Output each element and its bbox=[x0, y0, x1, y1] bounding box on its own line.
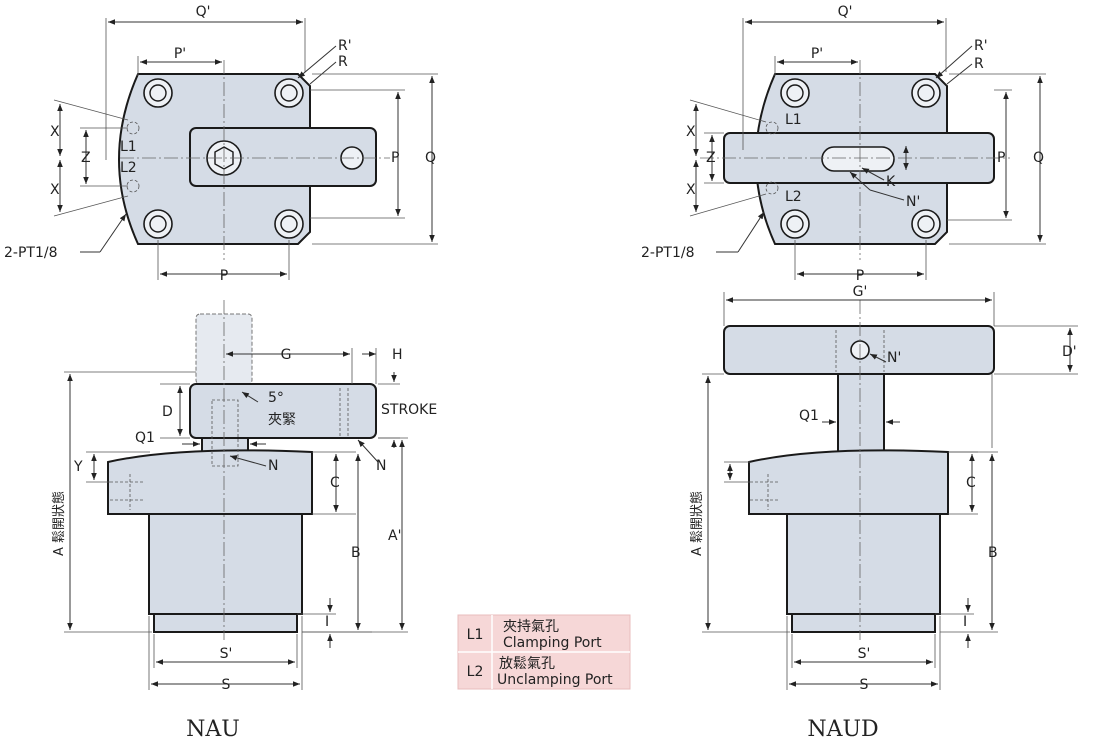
label-s: S bbox=[222, 677, 231, 693]
label-q1: Q1 bbox=[135, 430, 155, 446]
label-a-prime: A' bbox=[388, 528, 401, 544]
legend-en-l1: Clamping Port bbox=[503, 635, 602, 651]
label-d-prime: D' bbox=[1062, 344, 1077, 360]
label-n-prime-top: N' bbox=[906, 194, 920, 210]
label-z: Z bbox=[81, 150, 91, 166]
nau-side-labels: G H D 5° 夾緊 STROKE Q1 N N Y C B A' A 鬆開狀… bbox=[51, 347, 437, 693]
naud-side-labels: G' D' N' Q1 C B A 鬆開狀態 I S' S bbox=[689, 284, 1077, 693]
label-i: I bbox=[325, 614, 329, 630]
label-p-vertical-naud: P bbox=[997, 150, 1005, 166]
legend-en-l2: Unclamping Port bbox=[497, 672, 613, 688]
label-clamp-zh: 夾緊 bbox=[268, 412, 296, 428]
label-q-naud: Q bbox=[1033, 150, 1044, 166]
label-i-naud: I bbox=[963, 614, 967, 630]
label-b-naud: B bbox=[988, 545, 998, 561]
port-legend: L1 夾持氣孔 Clamping Port L2 放鬆氣孔 Unclamping… bbox=[457, 614, 631, 690]
legend-zh-l1: 夾持氣孔 bbox=[503, 619, 559, 635]
label-l1-naud: L1 bbox=[785, 112, 802, 128]
label-b: B bbox=[351, 545, 361, 561]
nau-top-labels: Q' P' R' R X Z X L1 L2 P Q 2-PT1/8 P bbox=[4, 4, 436, 284]
label-a-state: A 鬆開狀態 bbox=[51, 491, 67, 556]
label-a-state-naud: A 鬆開狀態 bbox=[689, 491, 705, 556]
label-s-prime: S' bbox=[220, 646, 233, 662]
legend-code-l1: L1 bbox=[467, 627, 484, 643]
label-stroke: STROKE bbox=[381, 402, 437, 418]
label-r: R bbox=[338, 54, 348, 70]
label-p-prime: P' bbox=[174, 46, 186, 62]
label-p-horizontal: P bbox=[220, 268, 228, 284]
bolt-holes bbox=[143, 78, 304, 239]
label-r-naud: R bbox=[974, 56, 984, 72]
label-r-prime: R' bbox=[338, 38, 352, 54]
label-h: H bbox=[392, 347, 403, 363]
label-z-naud: Z bbox=[706, 150, 716, 166]
label-c: C bbox=[330, 475, 340, 491]
legend-zh-l2: 放鬆氣孔 bbox=[499, 656, 555, 672]
label-y: Y bbox=[73, 459, 83, 475]
label-k: K bbox=[886, 174, 896, 190]
label-r-prime-naud: R' bbox=[974, 38, 988, 54]
label-l1: L1 bbox=[120, 139, 137, 155]
label-p-vertical: P bbox=[391, 150, 399, 166]
label-l2-naud: L2 bbox=[785, 189, 802, 205]
label-n-prime-side: N' bbox=[887, 350, 901, 366]
label-q-prime: Q' bbox=[196, 4, 211, 20]
label-p-prime-naud: P' bbox=[811, 46, 823, 62]
label-q-prime-naud: Q' bbox=[838, 4, 853, 20]
model-title-nau: NAU bbox=[186, 717, 240, 742]
label-p-horizontal-naud: P bbox=[856, 268, 864, 284]
label-x-lower-naud: X bbox=[686, 182, 696, 198]
label-n-outer: N bbox=[376, 458, 386, 474]
naud-top-labels: Q' P' R' R X Z X L1 L2 P Q K N' 2-PT1/8 … bbox=[641, 4, 1044, 284]
label-x-upper: X bbox=[50, 124, 60, 140]
label-five-degrees: 5° bbox=[268, 390, 284, 406]
label-q1-naud: Q1 bbox=[799, 408, 819, 424]
label-x-lower: X bbox=[50, 182, 60, 198]
nau-top-view bbox=[53, 18, 438, 280]
label-port: 2-PT1/8 bbox=[4, 245, 57, 261]
label-n-inner: N bbox=[268, 458, 278, 474]
label-port-naud: 2-PT1/8 bbox=[641, 245, 694, 261]
bolt-holes-naud bbox=[780, 78, 941, 239]
model-title-naud: NAUD bbox=[807, 717, 878, 742]
label-x-upper-naud: X bbox=[686, 124, 696, 140]
label-g: G bbox=[281, 347, 292, 363]
label-s-prime-naud: S' bbox=[858, 646, 871, 662]
nau-side-view bbox=[64, 300, 408, 690]
naud-side-view bbox=[702, 292, 1078, 690]
label-s-naud: S bbox=[860, 677, 869, 693]
label-g-prime: G' bbox=[853, 284, 868, 300]
label-c-naud: C bbox=[966, 475, 976, 491]
label-d: D bbox=[162, 404, 173, 420]
naud-top-view bbox=[689, 18, 1046, 280]
label-q: Q bbox=[425, 150, 436, 166]
legend-code-l2: L2 bbox=[467, 664, 484, 680]
label-l2: L2 bbox=[120, 160, 137, 176]
